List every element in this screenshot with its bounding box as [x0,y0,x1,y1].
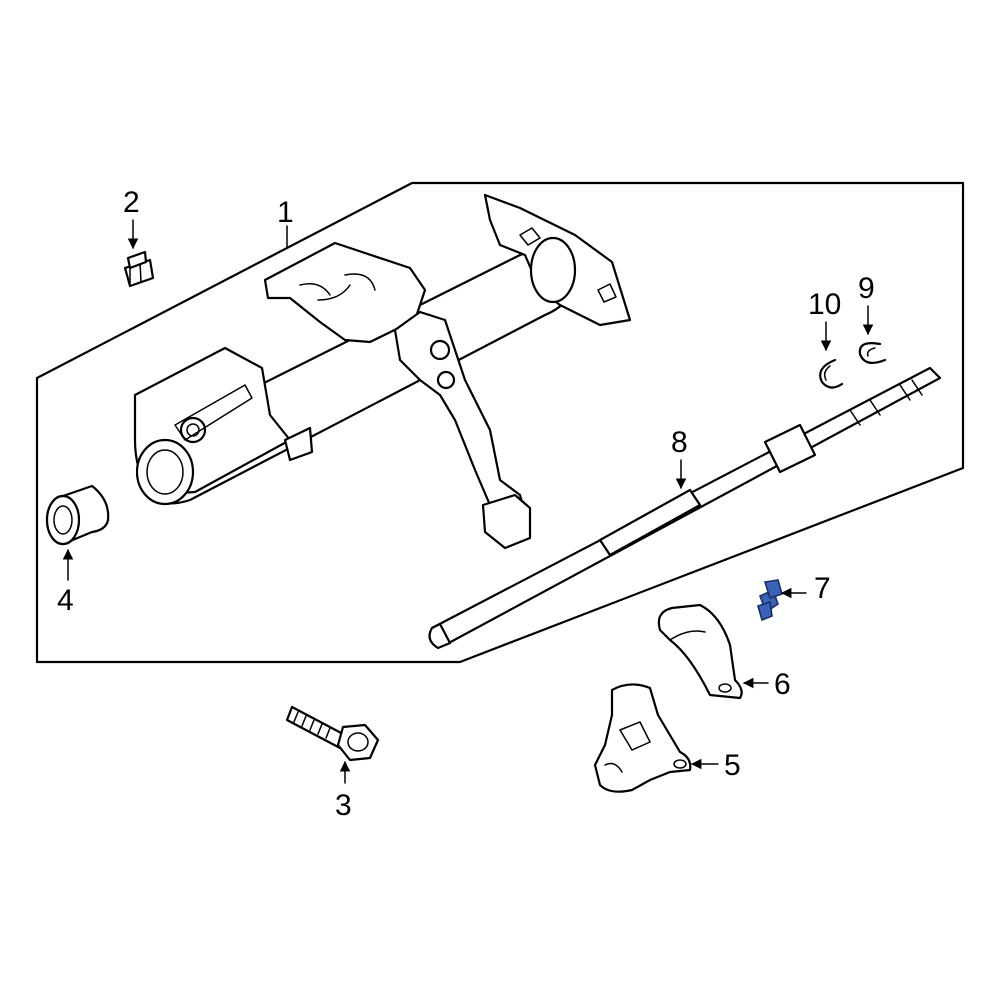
long-bolt [285,705,380,762]
callout-3: 3 [335,789,352,822]
clamp-half-upper [657,603,743,700]
highlighted-screw [757,579,783,622]
callout-8: 8 [671,426,688,459]
steering-column-housing [133,193,632,550]
callout-1: 1 [277,196,294,229]
snap-ring-9 [858,342,887,365]
flange-bolt-small [123,250,155,288]
callout-2: 2 [123,186,140,219]
callout-10: 10 [808,288,841,321]
snap-ring-10 [819,358,844,389]
clamp-lower [593,683,692,793]
callout-6: 6 [774,668,791,701]
callout-5: 5 [724,749,741,782]
callout-9: 9 [858,272,875,305]
callout-7: 7 [814,572,831,605]
bushing [45,484,110,546]
callout-4: 4 [57,584,74,617]
callout-arrows [62,219,874,784]
assembly-outline-box [35,181,965,664]
steering-shaft [428,366,942,650]
